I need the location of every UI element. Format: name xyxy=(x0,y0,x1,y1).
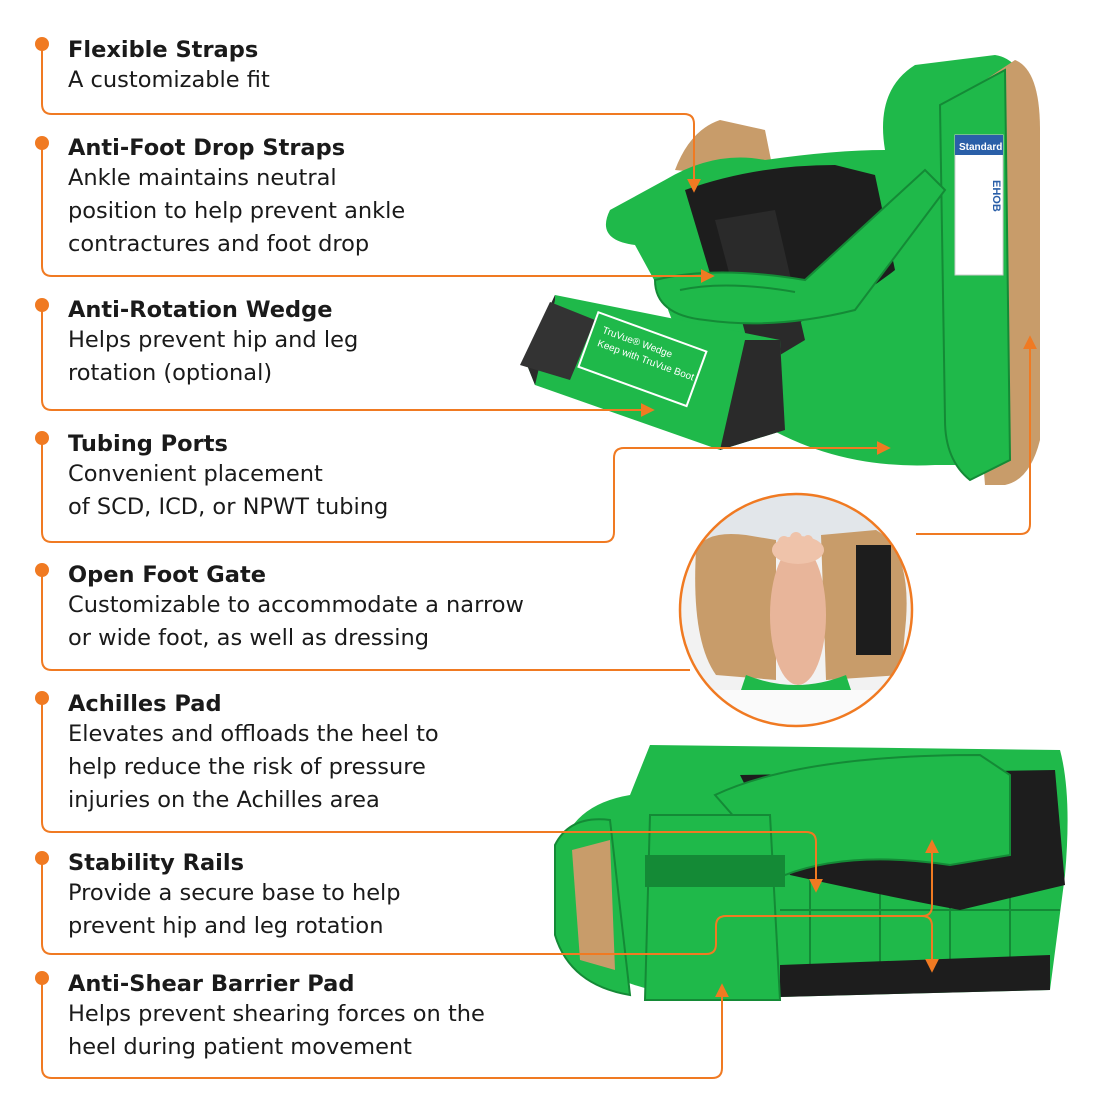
connector-stability-rails-down xyxy=(921,915,939,973)
feature-description: Customizable to accommodate a narrow or … xyxy=(68,589,524,655)
feature-line: position to help prevent ankle xyxy=(68,198,406,224)
feature-description: A customizable fit xyxy=(68,64,270,97)
top-boot-illustration: Standard EHOB TruVue® Wedge Keep with Tr… xyxy=(515,40,1075,500)
connector-anti-shear xyxy=(41,978,729,1079)
feature-title: Achilles Pad xyxy=(68,691,222,717)
feature-line: rotation (optional) xyxy=(68,360,273,386)
bullet-dot xyxy=(35,971,49,985)
feature-title: Anti-Rotation Wedge xyxy=(68,297,333,323)
feature-description: Provide a secure base to help prevent hi… xyxy=(68,877,401,943)
feature-line: injuries on the Achilles area xyxy=(68,787,380,813)
bullet-dot xyxy=(35,136,49,150)
feature-line: help reduce the risk of pressure xyxy=(68,754,426,780)
feature-title: Tubing Ports xyxy=(68,431,228,457)
feature-line: Elevates and offloads the heel to xyxy=(68,721,439,747)
feature-line: Convenient placement xyxy=(68,461,323,487)
feature-title: Anti-Foot Drop Straps xyxy=(68,135,346,161)
feature-anti-shear-barrier-pad: Anti-Shear Barrier Pad Helps prevent she… xyxy=(68,970,485,1064)
bullet-dot xyxy=(35,691,49,705)
feature-stability-rails: Stability Rails Provide a secure base to… xyxy=(68,849,401,943)
bullet-dot xyxy=(35,431,49,445)
connector-flexible-straps xyxy=(41,44,701,193)
feature-line: prevent hip and leg rotation xyxy=(68,913,384,939)
feature-tubing-ports: Tubing Ports Convenient placement of SCD… xyxy=(68,430,388,524)
feature-description: Helps prevent shearing forces on the hee… xyxy=(68,998,485,1064)
feature-description: Ankle maintains neutral position to help… xyxy=(68,162,405,261)
feature-description: Helps prevent hip and leg rotation (opti… xyxy=(68,324,358,390)
feature-achilles-pad: Achilles Pad Elevates and offloads the h… xyxy=(68,690,439,817)
connector-achilles-pad xyxy=(41,698,823,893)
feature-open-foot-gate: Open Foot Gate Customizable to accommoda… xyxy=(68,561,524,655)
connector-foot-gate-up xyxy=(916,335,1037,535)
bullet-dot xyxy=(35,851,49,865)
feature-line: Provide a secure base to help xyxy=(68,880,401,906)
feature-line: contractures and foot drop xyxy=(68,231,370,257)
feature-title: Stability Rails xyxy=(68,850,244,876)
feature-flexible-straps: Flexible Straps A customizable fit xyxy=(68,36,270,97)
feature-line: heel during patient movement xyxy=(68,1034,412,1060)
feature-description: Elevates and offloads the heel to help r… xyxy=(68,718,439,817)
boot-tag-top-text: Standard xyxy=(959,142,1002,153)
feature-line: Helps prevent shearing forces on the xyxy=(68,1001,485,1027)
feature-anti-rotation-wedge: Anti-Rotation Wedge Helps prevent hip an… xyxy=(68,296,358,390)
feature-description: Convenient placement of SCD, ICD, or NPW… xyxy=(68,458,388,524)
feature-line: or wide foot, as well as dressing xyxy=(68,625,430,651)
feature-title: Flexible Straps xyxy=(68,37,259,63)
bullet-dot xyxy=(35,563,49,577)
feature-line: Ankle maintains neutral xyxy=(68,165,337,191)
feature-anti-foot-drop-straps: Anti-Foot Drop Straps Ankle maintains ne… xyxy=(68,134,405,261)
connector-stability-rails-up xyxy=(41,839,939,955)
connector-anti-rotation-wedge xyxy=(41,305,655,417)
boot-tag-brand-text: EHOB xyxy=(990,180,1002,212)
bullet-dot xyxy=(35,298,49,312)
bullet-dot xyxy=(35,37,49,51)
feature-line: A customizable fit xyxy=(68,67,270,93)
connector-open-foot-gate xyxy=(41,570,690,671)
feature-title: Anti-Shear Barrier Pad xyxy=(68,971,355,997)
feature-line: Customizable to accommodate a narrow xyxy=(68,592,524,618)
feature-line: Helps prevent hip and leg xyxy=(68,327,359,353)
feature-line: of SCD, ICD, or NPWT tubing xyxy=(68,494,389,520)
foot-closeup-illustration xyxy=(676,490,916,730)
connector-anti-foot-drop xyxy=(41,143,715,283)
connector-tubing-ports xyxy=(41,438,891,543)
feature-title: Open Foot Gate xyxy=(68,562,266,588)
